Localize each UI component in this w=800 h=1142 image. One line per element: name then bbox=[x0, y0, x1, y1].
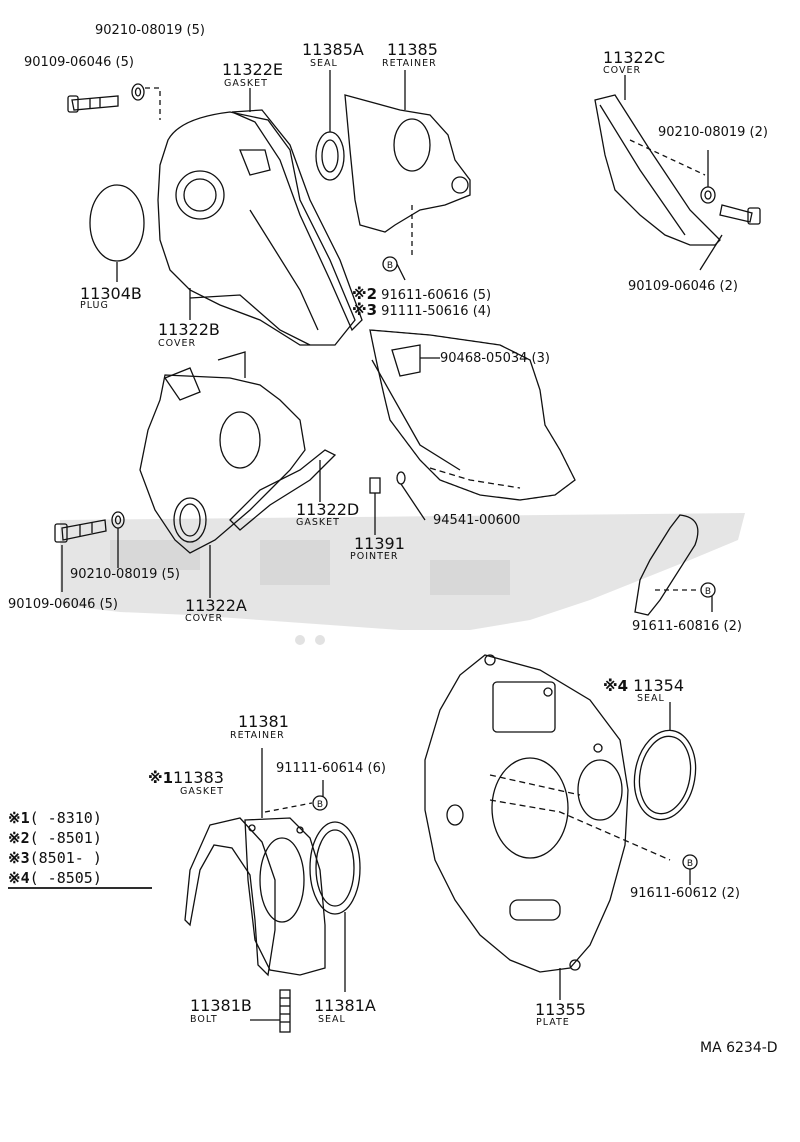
line-art bbox=[8, 70, 761, 1033]
label-91611-60616-text: 91611-60616 (5) bbox=[381, 288, 492, 303]
label-11322b-name: COVER bbox=[158, 338, 197, 349]
bolt-ref-letter-3: B bbox=[317, 800, 323, 810]
label-91111-60614: 91111-60614 (6) bbox=[276, 761, 386, 776]
label-11322e-name: GASKET bbox=[224, 78, 268, 89]
label-90210-08019-left: 90210-08019 (5) bbox=[70, 567, 180, 582]
label-11322d: 11322D bbox=[296, 500, 360, 519]
label-11354: ※4 11354 bbox=[603, 676, 685, 695]
label-11381a-name: SEAL bbox=[318, 1014, 346, 1025]
seal-11381a bbox=[309, 821, 361, 915]
bolt-ref-circle-2 bbox=[700, 582, 716, 598]
label-90109-06046-right: 90109-06046 (2) bbox=[628, 279, 738, 294]
label-11322a: 11322A bbox=[185, 596, 247, 615]
label-11322d-name: GASKET bbox=[296, 517, 340, 528]
bolt-ref-letter-4: B bbox=[687, 859, 693, 869]
gasket-11383 bbox=[184, 817, 276, 977]
legend-range-4: ( -8505) bbox=[29, 869, 102, 887]
label-91611-60816: 91611-60816 (2) bbox=[632, 619, 742, 634]
label-11322c-name: COVER bbox=[603, 65, 642, 76]
legend-row-2: ※2( -8501) bbox=[8, 830, 102, 846]
label-11383-name: GASKET bbox=[180, 786, 224, 797]
label-91611-60612: 91611-60612 (2) bbox=[630, 886, 740, 901]
label-90210-08019-top: 90210-08019 (5) bbox=[95, 23, 205, 38]
bolt-90109-right bbox=[719, 204, 761, 225]
label-11381-name: RETAINER bbox=[230, 730, 285, 741]
seal-11354 bbox=[633, 729, 697, 821]
label-11383: ※111383 bbox=[148, 768, 224, 787]
label-11355-name: PLATE bbox=[536, 1017, 570, 1028]
plate-11355 bbox=[424, 654, 629, 973]
label-11304b-name: PLUG bbox=[80, 300, 109, 311]
bolt-ref-letter-1: B bbox=[387, 261, 393, 271]
label-11381b: 11381B bbox=[190, 996, 252, 1015]
legend-mark-4: ※4 bbox=[8, 869, 30, 887]
label-94541-00600: 94541-00600 bbox=[433, 513, 521, 528]
label-90109-06046-left: 90109-06046 (5) bbox=[8, 597, 118, 612]
gasket-11322d bbox=[229, 449, 337, 531]
plug-11304b bbox=[89, 184, 145, 262]
washer-90210-top bbox=[131, 83, 145, 101]
legend-range-2: ( -8501) bbox=[29, 829, 102, 847]
cover-11322a bbox=[139, 374, 306, 554]
legend-row-1: ※1( -8310) bbox=[8, 810, 102, 826]
label-91611-60616: ※2 91611-60616 (5) bbox=[352, 285, 492, 303]
label-11385: 11385 bbox=[387, 40, 438, 59]
label-11354-name: SEAL bbox=[637, 693, 665, 704]
label-11391-name: POINTER bbox=[350, 551, 399, 562]
label-91111-50616: ※3 91111-50616 (4) bbox=[352, 301, 492, 319]
legend-row-4: ※4( -8505) bbox=[8, 870, 102, 886]
legend-mark-1: ※1 bbox=[8, 809, 30, 827]
washer-90210-right bbox=[700, 186, 716, 204]
bolt-90109-top bbox=[67, 95, 119, 113]
bolt-11381b bbox=[279, 989, 291, 1033]
diagram-code: MA 6234-D bbox=[700, 1040, 778, 1056]
legend-mark-2: ※2 bbox=[8, 829, 30, 847]
label-11383-text: 11383 bbox=[173, 768, 224, 787]
label-90210-08019-right: 90210-08019 (2) bbox=[658, 125, 768, 140]
label-11385a-name: SEAL bbox=[310, 58, 338, 69]
mark-1: ※1 bbox=[148, 769, 174, 787]
mark-2: ※2 bbox=[352, 285, 378, 303]
bracket-91611 bbox=[634, 514, 699, 616]
label-90468-05034: 90468-05034 (3) bbox=[440, 351, 550, 366]
label-91111-50616-text: 91111-50616 (4) bbox=[381, 304, 492, 319]
label-11322a-name: COVER bbox=[185, 613, 224, 624]
label-11385-name: RETAINER bbox=[382, 58, 437, 69]
bolt-ref-letter-2: B bbox=[705, 587, 711, 597]
label-11355: 11355 bbox=[535, 1000, 586, 1019]
legend-range-1: ( -8310) bbox=[29, 809, 102, 827]
watermark-logo bbox=[60, 513, 745, 645]
washer-94541 bbox=[396, 471, 406, 485]
label-11381b-name: BOLT bbox=[190, 1014, 218, 1025]
bolt-ref-letters: B B B B bbox=[317, 261, 711, 869]
label-11304b: 11304B bbox=[80, 284, 142, 303]
retainer-11385 bbox=[344, 94, 471, 233]
label-11322b: 11322B bbox=[158, 320, 220, 339]
mark-3: ※3 bbox=[352, 301, 378, 319]
legend-range-3: (8501- ) bbox=[29, 849, 102, 867]
label-11381a: 11381A bbox=[314, 996, 376, 1015]
label-90109-06046-top: 90109-06046 (5) bbox=[24, 55, 134, 70]
label-11385a: 11385A bbox=[302, 40, 364, 59]
engine-block-outline bbox=[369, 329, 576, 501]
seal-11385a bbox=[315, 131, 345, 181]
pointer-11391 bbox=[369, 477, 381, 535]
label-11322e: 11322E bbox=[222, 60, 284, 79]
cover-11322c bbox=[594, 94, 721, 246]
gasket-11322e bbox=[231, 109, 363, 332]
label-11322c: 11322C bbox=[603, 48, 666, 67]
clip-90468 bbox=[391, 344, 421, 377]
legend-row-3: ※3(8501- ) bbox=[8, 850, 102, 866]
legend-mark-3: ※3 bbox=[8, 849, 30, 867]
label-11354-text: 11354 bbox=[633, 676, 685, 695]
mark-4: ※4 bbox=[603, 677, 629, 695]
label-11391: 11391 bbox=[354, 534, 405, 553]
cover-11322b bbox=[157, 111, 356, 346]
label-11381: 11381 bbox=[238, 712, 289, 731]
bolt-ref-circle-3 bbox=[312, 795, 328, 811]
bolt-90109-left bbox=[54, 519, 107, 543]
